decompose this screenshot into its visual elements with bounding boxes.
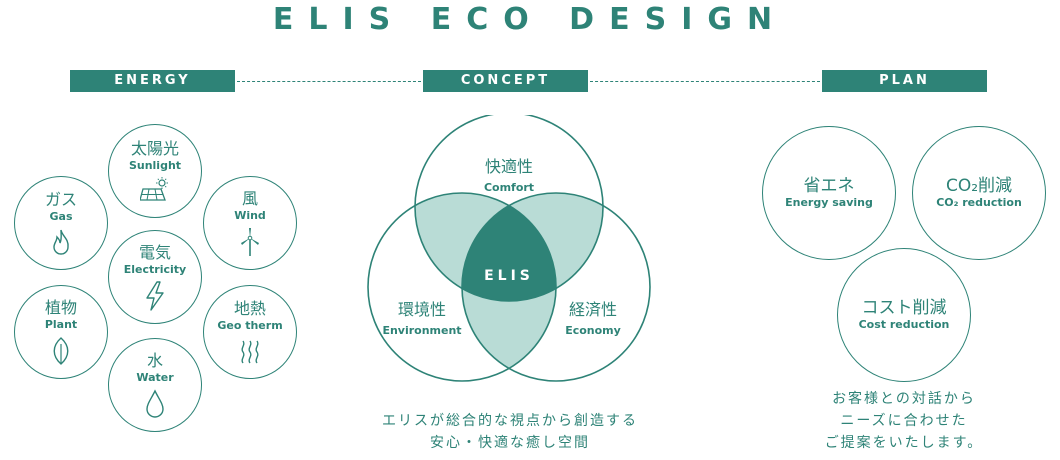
energy-electricity: 電気 Electricity <box>108 230 202 324</box>
energy-geotherm: 地熱 Geo therm <box>203 285 297 379</box>
plan-caption: お客様との対話から ニーズに合わせた ご提案をいたします。 <box>784 388 1024 454</box>
cost-en: Cost reduction <box>858 318 950 331</box>
energy-header: ENERGY <box>70 70 235 92</box>
comfort-en: Comfort <box>484 181 534 194</box>
concept-caption-line1: エリスが総合的な視点から創造する <box>382 413 638 429</box>
gas-jp: ガス <box>44 190 77 209</box>
environment-en: Environment <box>382 324 461 337</box>
energy-saving-en: Energy saving <box>785 196 873 209</box>
comfort-circle <box>414 115 604 302</box>
heat-waves-icon <box>241 340 259 364</box>
wind-turbine-icon <box>241 228 259 256</box>
connector-dash-right <box>590 81 820 82</box>
plan-energy-saving: 省エネ Energy saving <box>762 126 896 260</box>
geotherm-en: Geo therm <box>217 319 283 332</box>
plan-cost-reduction: コスト削減 Cost reduction <box>837 248 971 382</box>
environment-jp: 環境性 <box>398 300 446 319</box>
comfort-jp: 快適性 <box>485 157 533 176</box>
concept-venn-diagram: 快適性 Comfort 環境性 Environment 経済性 Economy … <box>367 115 651 382</box>
energy-sunlight: 太陽光 Sunlight <box>108 124 202 218</box>
plan-caption-line3: ご提案をいたします。 <box>824 435 984 451</box>
co2-en: CO₂ reduction <box>936 196 1022 209</box>
sunlight-jp: 太陽光 <box>130 139 179 158</box>
plan-co2-reduction: CO₂削減 CO₂ reduction <box>912 126 1046 260</box>
wind-en: Wind <box>234 209 266 222</box>
environment-circle <box>367 192 557 382</box>
plan-caption-line2: ニーズに合わせた <box>840 413 968 429</box>
wind-jp: 風 <box>241 189 258 208</box>
gas-en: Gas <box>49 210 73 223</box>
concept-caption: エリスが総合的な視点から創造する 安心・快適な癒し空間 <box>340 410 680 454</box>
water-en: Water <box>136 371 174 384</box>
leaf-icon <box>53 337 69 365</box>
electricity-en: Electricity <box>123 263 187 276</box>
plant-jp: 植物 <box>44 298 77 317</box>
connector-dash-left <box>237 81 421 82</box>
sunlight-en: Sunlight <box>128 159 182 172</box>
concept-caption-line2: 安心・快適な癒し空間 <box>430 435 590 451</box>
energy-water: 水 Water <box>108 338 202 432</box>
energy-gas: ガス Gas <box>14 176 108 270</box>
energy-saving-jp: 省エネ <box>803 176 855 196</box>
overlap-center <box>462 193 556 301</box>
economy-en: Economy <box>565 324 621 337</box>
plant-en: Plant <box>44 318 78 331</box>
solar-panel-icon <box>140 177 168 201</box>
plan-caption-line1: お客様との対話から <box>832 391 976 407</box>
concept-header: CONCEPT <box>423 70 588 92</box>
venn-center-label: ELIS <box>484 268 534 284</box>
lightning-icon <box>146 281 164 311</box>
electricity-jp: 電気 <box>138 243 171 262</box>
energy-wind: 風 Wind <box>203 176 297 270</box>
geotherm-jp: 地熱 <box>233 299 266 318</box>
water-jp: 水 <box>146 351 163 370</box>
flame-icon <box>53 229 69 255</box>
economy-jp: 経済性 <box>569 300 617 319</box>
plan-header: PLAN <box>822 70 987 92</box>
cost-jp: コスト削減 <box>861 298 947 318</box>
economy-circle <box>461 192 651 382</box>
energy-plant: 植物 Plant <box>14 285 108 379</box>
water-drop-icon <box>146 389 164 418</box>
co2-jp: CO₂削減 <box>945 176 1013 196</box>
page-title: ELIS ECO DESIGN <box>272 2 788 37</box>
